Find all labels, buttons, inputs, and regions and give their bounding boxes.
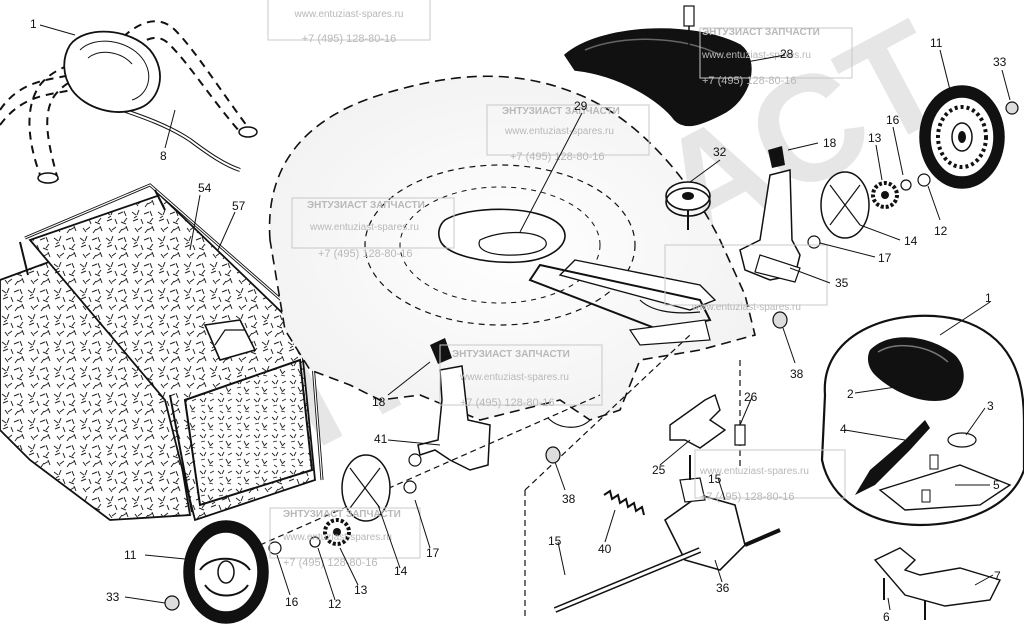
callout-16-left: 16 bbox=[285, 595, 299, 609]
svg-text:ЭНТУЗИАСТ ЗАПЧАСТИ: ЭНТУЗИАСТ ЗАПЧАСТИ bbox=[283, 509, 401, 520]
spring bbox=[603, 489, 645, 516]
svg-text:www.entuziast-spares.ru: www.entuziast-spares.ru bbox=[459, 372, 569, 383]
callout-4: 4 bbox=[840, 422, 847, 436]
callout-32: 32 bbox=[713, 145, 727, 159]
callout-26: 26 bbox=[744, 390, 758, 404]
svg-text:+7 (495) 128-80-16: +7 (495) 128-80-16 bbox=[702, 75, 796, 87]
rear-wheel-right bbox=[919, 85, 1005, 189]
watermark-box-4: ЭНТУЗИАСТ ЗАПЧАСТИ www.entuziast-spares.… bbox=[291, 197, 455, 260]
svg-text:www.entuziast-spares.ru: www.entuziast-spares.ru bbox=[691, 302, 801, 313]
callout-38-left: 38 bbox=[562, 492, 576, 506]
svg-text:ЭНТУЗИАСТ ЗАПЧАСТИ: ЭНТУЗИАСТ ЗАПЧАСТИ bbox=[502, 106, 620, 117]
callout-12: 12 bbox=[934, 224, 948, 238]
callout-15-left: 15 bbox=[548, 534, 562, 548]
height-adjuster-right bbox=[739, 146, 801, 283]
mulch-plug bbox=[873, 547, 1001, 620]
callout-6: 6 bbox=[883, 610, 890, 624]
svg-text:www.entuziast-spares.ru: www.entuziast-spares.ru bbox=[701, 50, 811, 61]
callout-36: 36 bbox=[716, 581, 730, 595]
leader-lines bbox=[39, 24, 1011, 611]
callout-54: 54 bbox=[198, 181, 212, 195]
callout-38: 38 bbox=[790, 367, 804, 381]
detail-inset bbox=[820, 314, 1024, 527]
rear-flap bbox=[564, 5, 752, 127]
watermark-box-7: www.entuziast-spares.ru +7 (495) 128-80-… bbox=[694, 449, 846, 503]
callout-15: 15 bbox=[708, 472, 722, 486]
callout-33-left: 33 bbox=[106, 590, 120, 604]
watermark-box-1: www.entuziast-spares.ru +7 (495) 128-80-… bbox=[267, 0, 431, 45]
svg-text:+7 (495) 128-80-16: +7 (495) 128-80-16 bbox=[510, 151, 604, 163]
hubcap-right bbox=[1005, 101, 1019, 115]
callout-5: 5 bbox=[993, 478, 1000, 492]
callout-33: 33 bbox=[993, 55, 1007, 69]
watermark-box-3: ЭНТУЗИАСТ ЗАПЧАСТИ www.entuziast-spares.… bbox=[486, 104, 650, 163]
gearbox bbox=[553, 455, 781, 613]
callout-29: 29 bbox=[574, 99, 588, 113]
callout-25: 25 bbox=[652, 463, 666, 477]
callout-7: 7 bbox=[994, 569, 1001, 583]
callout-labels: 1 8 54 57 29 28 11 33 16 13 18 32 12 14 … bbox=[30, 17, 1007, 624]
callout-18-left: 18 bbox=[372, 395, 386, 409]
svg-text:+7 (495) 128-80-16: +7 (495) 128-80-16 bbox=[283, 557, 377, 569]
svg-text:www.entuziast-spares.ru: www.entuziast-spares.ru bbox=[294, 9, 404, 20]
callout-14-left: 14 bbox=[394, 564, 408, 578]
handle-grip bbox=[63, 30, 161, 113]
callout-57: 57 bbox=[232, 199, 246, 213]
gearbox-bracket bbox=[669, 394, 746, 449]
grass-catcher bbox=[0, 183, 324, 522]
front-axle bbox=[259, 334, 741, 620]
callout-14: 14 bbox=[904, 234, 918, 248]
callout-1: 1 bbox=[30, 17, 37, 31]
callout-11-left: 11 bbox=[124, 548, 137, 562]
callout-16: 16 bbox=[886, 113, 900, 127]
callout-1-detail: 1 bbox=[985, 291, 992, 305]
drive-gear-right bbox=[772, 171, 931, 329]
svg-text:ЭНТУЗИАСТ ЗАПЧАСТИ: ЭНТУЗИАСТ ЗАПЧАСТИ bbox=[452, 349, 570, 360]
callout-35: 35 bbox=[835, 276, 849, 290]
drive-gear-left bbox=[268, 446, 561, 555]
callout-3: 3 bbox=[987, 399, 994, 413]
mower-deck bbox=[268, 75, 756, 428]
callout-11: 11 bbox=[930, 36, 943, 50]
svg-text:www.entuziast-spares.ru: www.entuziast-spares.ru bbox=[504, 126, 614, 137]
pulley bbox=[665, 181, 711, 230]
svg-text:+7 (495) 128-80-16: +7 (495) 128-80-16 bbox=[460, 397, 554, 409]
callout-17-left: 17 bbox=[426, 546, 440, 560]
front-wheel-left bbox=[164, 520, 269, 624]
callout-12-left: 12 bbox=[328, 597, 342, 611]
callout-40: 40 bbox=[598, 542, 612, 556]
callout-17: 17 bbox=[878, 251, 892, 265]
svg-text:+7 (495) 128-80-16: +7 (495) 128-80-16 bbox=[700, 491, 794, 503]
svg-text:ЭНТУЗИАСТ ЗАПЧАСТИ: ЭНТУЗИАСТ ЗАПЧАСТИ bbox=[307, 200, 425, 211]
watermark-box-6: ЭНТУЗИАСТ ЗАПЧАСТИ www.entuziast-spares.… bbox=[439, 344, 603, 409]
svg-text:www.entuziast-spares.ru: www.entuziast-spares.ru bbox=[309, 222, 419, 233]
callout-18: 18 bbox=[823, 136, 837, 150]
watermark-box-2: ЭНТУЗИАСТ ЗАПЧАСТИ www.entuziast-spares.… bbox=[699, 27, 853, 87]
svg-text:+7 (495) 128-80-16: +7 (495) 128-80-16 bbox=[302, 33, 396, 45]
callout-13-left: 13 bbox=[354, 583, 368, 597]
callout-41: 41 bbox=[374, 432, 388, 446]
callout-2: 2 bbox=[847, 387, 854, 401]
svg-text:www.entuziast-spares.ru: www.entuziast-spares.ru bbox=[699, 466, 809, 477]
svg-text:+7 (495) 128-80-16: +7 (495) 128-80-16 bbox=[318, 248, 412, 260]
svg-text:www.entuziast-spares.ru: www.entuziast-spares.ru bbox=[282, 532, 392, 543]
watermark-box-5: www.entuziast-spares.ru bbox=[664, 244, 828, 313]
callout-13: 13 bbox=[868, 131, 882, 145]
callout-8: 8 bbox=[160, 149, 167, 163]
svg-text:ЭНТУЗИАСТ ЗАПЧАСТИ: ЭНТУЗИАСТ ЗАПЧАСТИ bbox=[702, 27, 820, 38]
callout-28: 28 bbox=[780, 47, 794, 61]
